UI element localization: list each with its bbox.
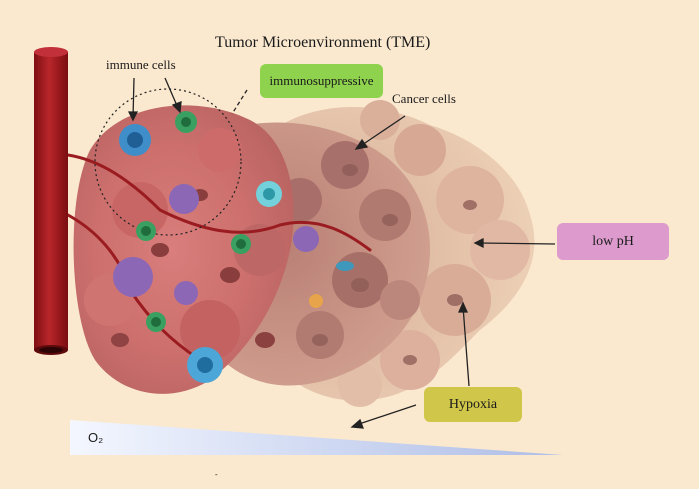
t-cell-icon bbox=[136, 111, 251, 332]
annotation-arrows bbox=[127, 77, 556, 429]
tumor-core bbox=[73, 105, 294, 394]
immune-cells-circle bbox=[94, 88, 242, 236]
immune-cells-label: immune cells bbox=[106, 57, 176, 72]
dendritic-cell-icon bbox=[119, 124, 151, 156]
page-title: Tumor Microenvironment (TME) bbox=[215, 34, 431, 51]
footnote-mark: - bbox=[215, 470, 218, 479]
cancer-cell-nuclei bbox=[312, 164, 477, 365]
low-ph-box: low pH bbox=[557, 223, 669, 260]
oxygen-gradient-icon bbox=[70, 420, 563, 455]
cyan-cell-icon bbox=[187, 181, 354, 383]
cancer-cells-label: Cancer cells bbox=[392, 91, 456, 106]
oxygen-label: O₂ bbox=[88, 430, 104, 445]
immunosuppressive-box: immunosuppressive bbox=[260, 64, 383, 98]
fibroblast-icon bbox=[309, 294, 323, 308]
blood-vessel-icon bbox=[34, 47, 68, 355]
macrophage-icon bbox=[113, 184, 319, 305]
hypoxia-box: Hypoxia bbox=[424, 387, 522, 422]
